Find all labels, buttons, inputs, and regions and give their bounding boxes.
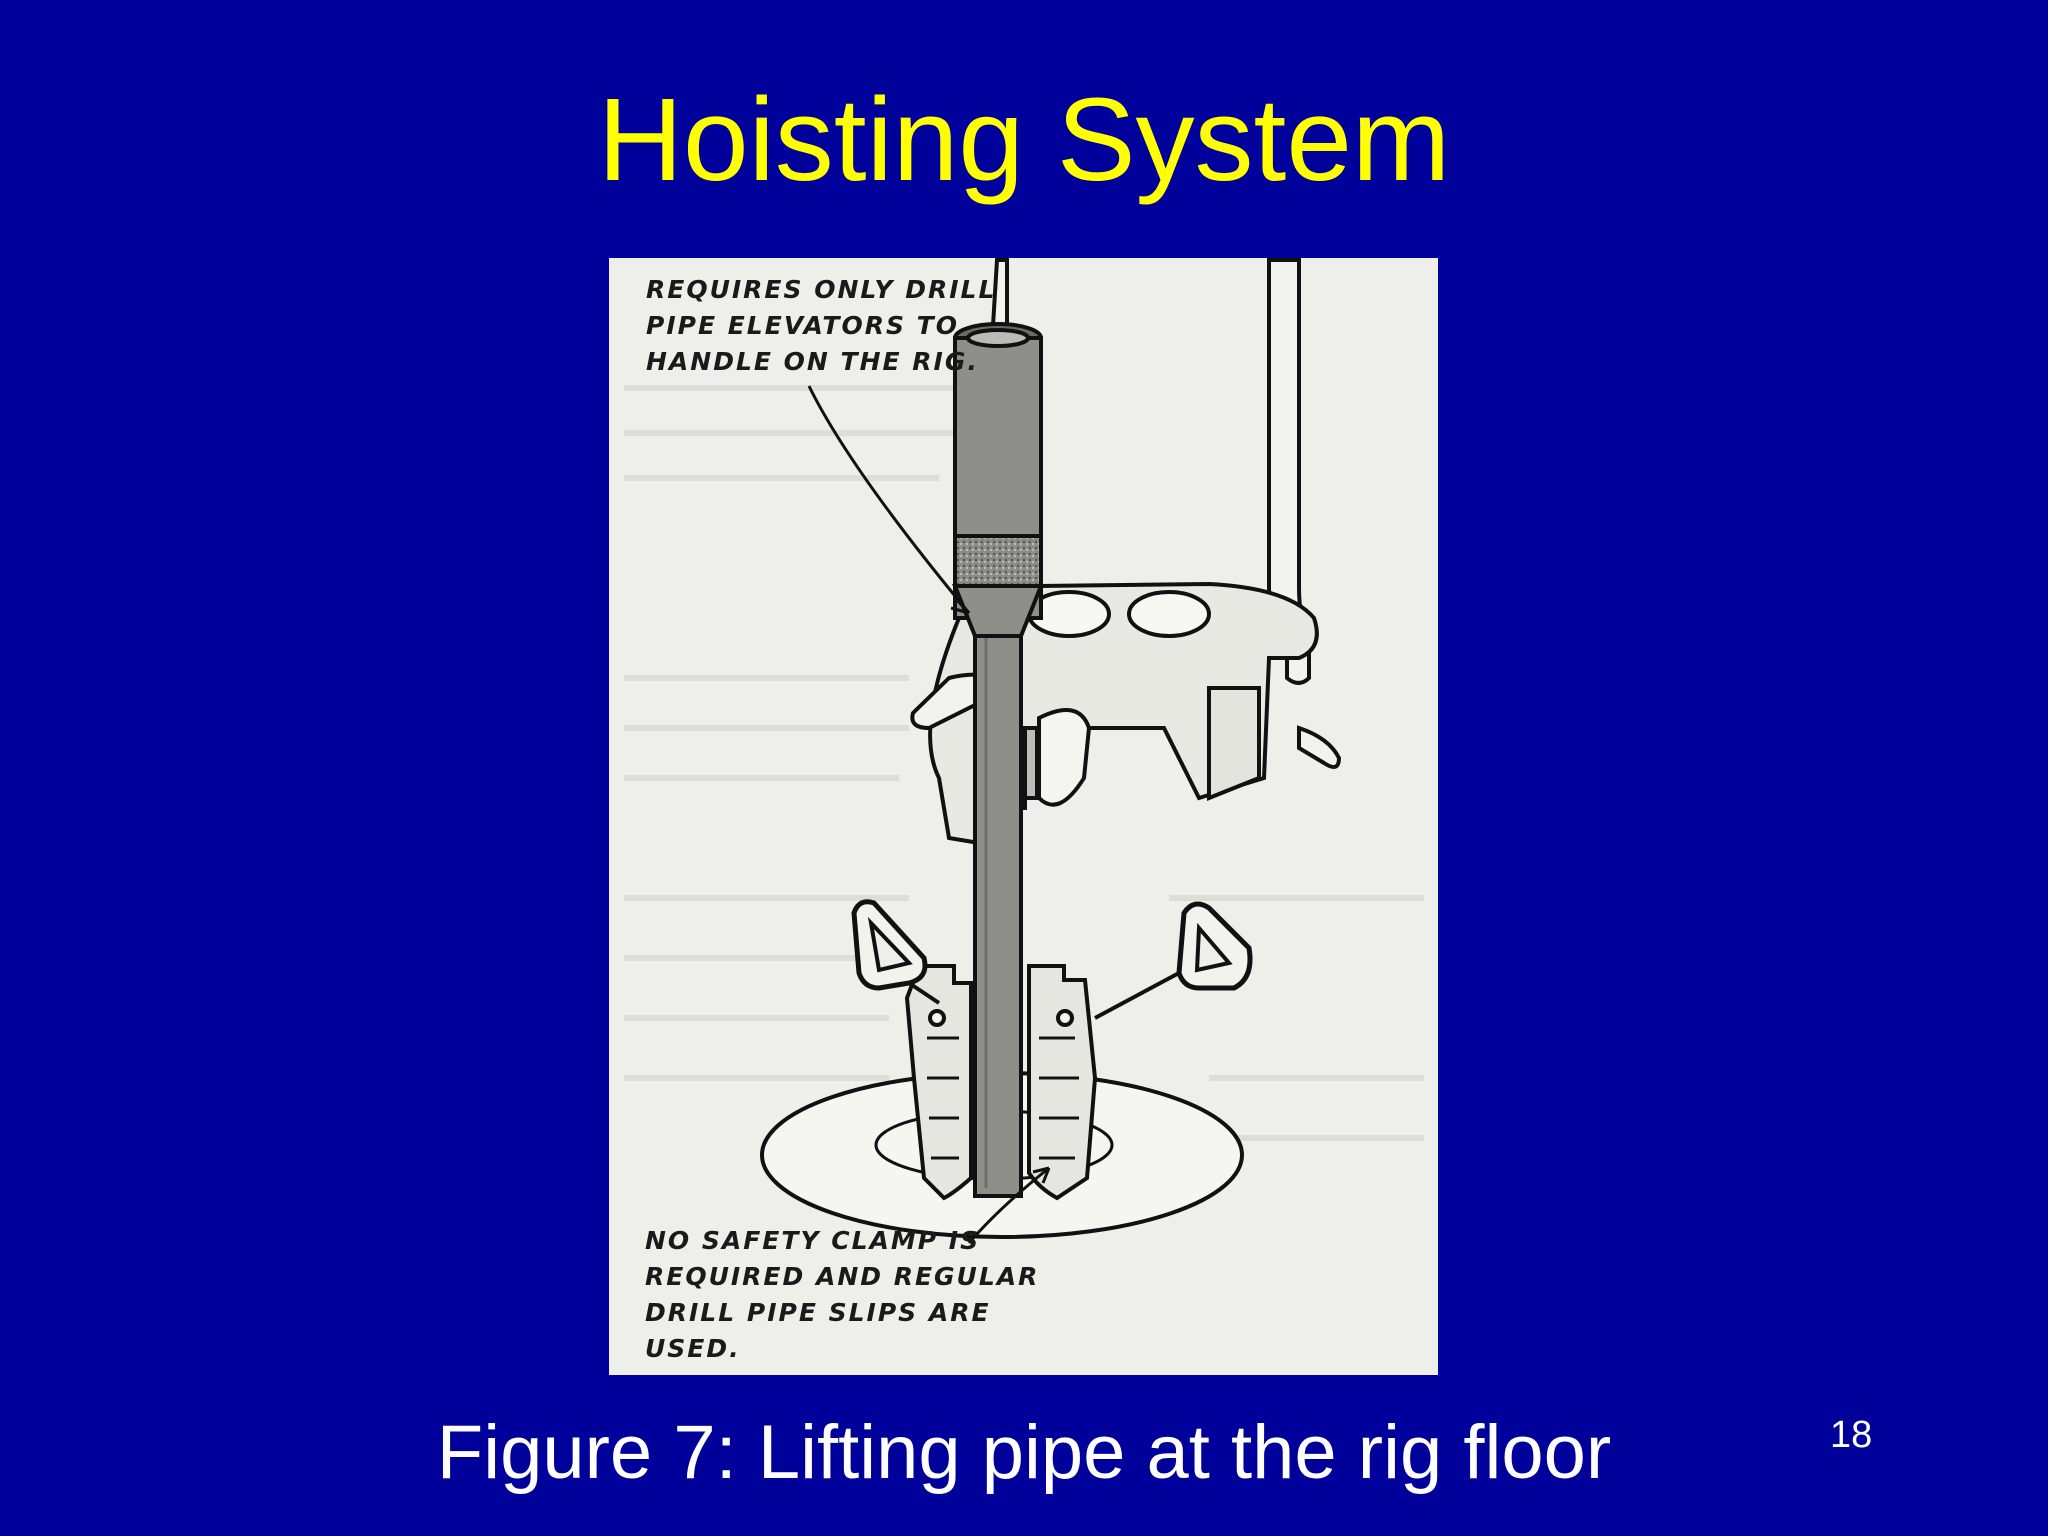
figure-illustration: REQUIRES ONLY DRILL PIPE ELEVATORS TO HA…: [609, 258, 1438, 1375]
figure-caption: Figure 7: Lifting pipe at the rig floor: [436, 1410, 1612, 1495]
callout-slips-line: USED.: [645, 1334, 741, 1363]
callout-elevators-line: HANDLE ON THE RIG.: [646, 347, 979, 376]
callout-slips-line: NO SAFETY CLAMP IS: [645, 1226, 981, 1255]
slide-number: 18: [1830, 1414, 1873, 1456]
callout-slips-line: REQUIRED AND REGULAR: [645, 1262, 1040, 1291]
drill-pipe-elevator-diagram: [624, 258, 1424, 1244]
callout-elevators: REQUIRES ONLY DRILL PIPE ELEVATORS TO HA…: [646, 272, 1066, 380]
callout-elevators-line: PIPE ELEVATORS TO: [646, 311, 959, 340]
slide-title: Hoisting System: [597, 74, 1451, 206]
callout-slips-line: DRILL PIPE SLIPS ARE: [645, 1298, 991, 1327]
callout-slips: NO SAFETY CLAMP IS REQUIRED AND REGULAR …: [645, 1223, 1065, 1367]
callout-elevators-line: REQUIRES ONLY DRILL: [646, 275, 997, 304]
